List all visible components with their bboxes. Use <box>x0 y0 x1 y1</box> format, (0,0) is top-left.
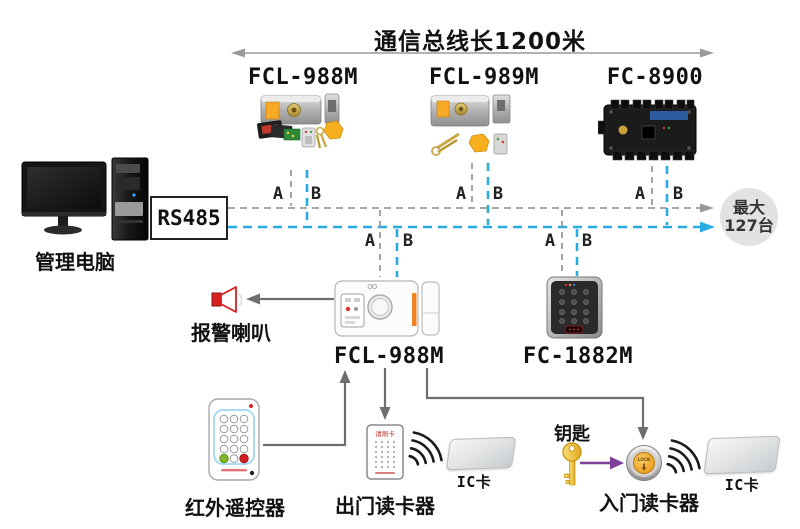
exit-reader-dots <box>375 441 395 468</box>
ic-card-left <box>445 436 517 471</box>
lock-to-entry-reader-arrow <box>425 368 649 440</box>
wire-b-label-4: B <box>402 231 414 251</box>
wire-a-label-2: A <box>455 184 467 204</box>
wire-b-label-5: B <box>581 231 593 251</box>
lock-body <box>260 93 340 125</box>
max-units-line2: 127台 <box>724 216 774 235</box>
wifi-waves-right-icon <box>666 439 701 474</box>
alarm-label: 报警喇叭 <box>191 321 271 345</box>
entry-reader-button-text: LOCK <box>638 457 651 462</box>
max-units-line1: 最大 <box>732 198 765 217</box>
alarm-speaker-icon <box>211 286 243 313</box>
key-icon <box>562 442 582 486</box>
bus-wire-b <box>228 221 715 233</box>
rs485-box: RS485 <box>150 196 228 240</box>
drop-fcl989m-top <box>471 163 490 225</box>
wifi-waves-left-icon <box>408 431 443 466</box>
wire-a-label-1: A <box>272 184 284 204</box>
ic-card-left-label: IC卡 <box>456 473 492 491</box>
wire-a-label-5: A <box>544 231 556 251</box>
entry-reader-device: LOCK <box>626 445 662 481</box>
lock-to-alarm-arrow <box>246 293 334 305</box>
drop-fcl988m-top <box>290 170 309 225</box>
remote-buttons <box>219 414 249 454</box>
remote-control-icon <box>208 398 260 481</box>
label-fcl988m-mid: FCL-988M <box>334 344 444 369</box>
label-fc8900-top: FC-8900 <box>606 65 704 90</box>
drop-fc1882m <box>561 210 579 276</box>
lock-body <box>430 94 511 127</box>
remote-to-lock-arrow <box>263 370 351 447</box>
accessories <box>257 120 344 149</box>
label-fcl988m-top: FCL-988M <box>248 65 358 90</box>
bus-length-arrow <box>231 48 714 58</box>
max-units-badge: 最大 127台 <box>720 188 778 246</box>
bus-wire-a <box>228 203 714 213</box>
computer-icon <box>21 157 149 241</box>
computer-label: 管理电脑 <box>35 250 115 274</box>
label-fcl989m-top: FCL-989M <box>429 65 539 90</box>
wire-b-label-3: B <box>672 184 684 204</box>
fcl989m-product-photo <box>430 94 511 156</box>
fcl988m-product-photo <box>257 93 344 149</box>
lock-to-exit-reader-arrow <box>379 368 391 420</box>
entry-reader-label: 入门读卡器 <box>599 491 699 515</box>
drop-fcl988m-mid <box>379 210 399 277</box>
key-to-entry-reader-arrow <box>580 456 624 470</box>
exit-reader-screen-text: 请刷卡 <box>375 429 395 438</box>
drop-fc8900-top <box>651 166 669 225</box>
exit-reader-label: 出门读卡器 <box>335 494 435 518</box>
fc8900-board-photo <box>598 99 697 161</box>
ic-card-right <box>703 435 781 475</box>
wire-b-label-1: B <box>310 184 322 204</box>
bus-length-title: 通信总线长1200米 <box>373 29 587 55</box>
remote-label: 红外遥控器 <box>185 496 285 520</box>
terminal-blocks <box>610 99 695 161</box>
wire-b-label-2: B <box>492 184 504 204</box>
wire-a-label-4: A <box>364 231 376 251</box>
label-fc1882m: FC-1882M <box>523 344 633 369</box>
rs485-label: RS485 <box>157 206 221 230</box>
wire-a-label-3: A <box>634 184 646 204</box>
fc1882m-reader-device <box>546 276 603 339</box>
exit-reader-device: 请刷卡 <box>366 424 404 480</box>
key-label: 钥匙 <box>554 424 590 445</box>
accessories <box>431 132 508 156</box>
fcl988m-lock-device <box>334 280 440 337</box>
keypad-buttons <box>559 289 589 324</box>
ic-card-right-label: IC卡 <box>724 476 760 494</box>
